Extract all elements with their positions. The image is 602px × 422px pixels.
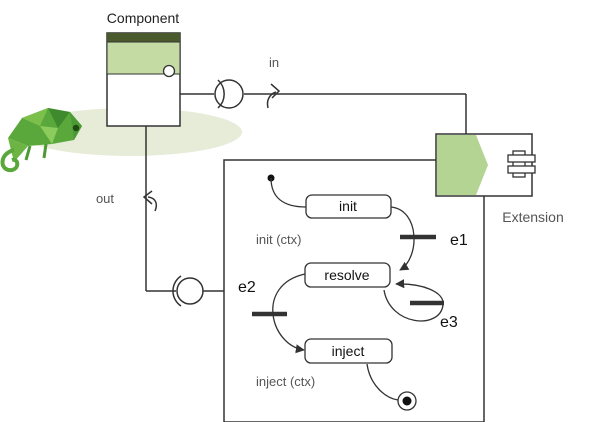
extension-container	[223, 159, 485, 422]
curved-arrow-up-icon	[266, 83, 281, 109]
component-header-bar	[107, 33, 180, 42]
component-title: Component	[107, 10, 179, 26]
event-label-e2: e2	[238, 279, 256, 296]
state-resolve-label: resolve	[324, 267, 369, 283]
out-label: out	[96, 191, 114, 206]
inject-ctx-label: inject (ctx)	[256, 374, 315, 389]
state-inject: inject	[304, 338, 393, 364]
component-port-circle	[162, 64, 176, 78]
in-interface-lollipop	[214, 79, 244, 109]
in-label: in	[269, 55, 279, 70]
curved-arrow-left-icon	[142, 190, 158, 212]
extension-box	[435, 133, 536, 197]
event-label-e3: e3	[440, 314, 458, 331]
event-label-e1: e1	[450, 232, 468, 249]
chameleon-logo	[0, 108, 82, 173]
transition-resolve-self	[383, 279, 444, 322]
event-bars	[252, 234, 444, 317]
state-init: init	[305, 194, 392, 219]
connection-lines	[145, 93, 467, 292]
component-box	[106, 32, 181, 127]
state-init-label: init	[339, 198, 357, 214]
out-interface-lollipop	[172, 275, 204, 307]
extension-title: Extension	[502, 209, 563, 225]
state-inject-label: inject	[332, 343, 365, 359]
transition-start-to-init	[270, 177, 307, 208]
transition-inject-to-end	[366, 363, 399, 401]
init-ctx-label: init (ctx)	[256, 232, 302, 247]
component-icon	[507, 150, 536, 178]
final-state-icon	[397, 391, 417, 411]
state-resolve: resolve	[304, 262, 391, 288]
extension-arrow-fill	[437, 135, 488, 195]
